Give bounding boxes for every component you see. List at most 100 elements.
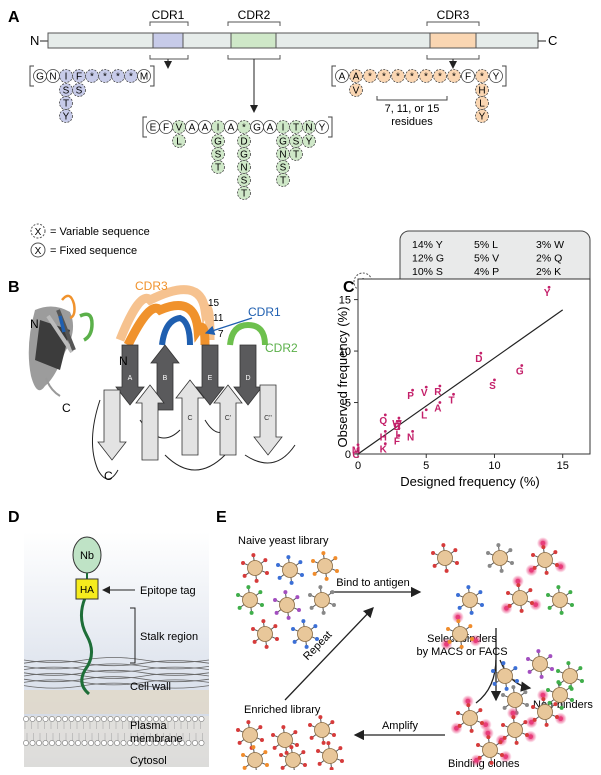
point-label-F: F — [394, 436, 400, 447]
cdr3seq-residue — [461, 69, 475, 83]
cdr1seq-variant-letter: T — [63, 99, 69, 110]
yeast-cell — [495, 707, 537, 747]
cytosol-label: Cytosol — [130, 755, 167, 767]
cdr3seq-variant-letter: Y — [479, 112, 486, 123]
panel-label-b: B — [8, 279, 20, 296]
yeast-cell — [251, 619, 279, 649]
yeast-cell — [291, 619, 319, 649]
point-label-K: K — [380, 445, 388, 456]
beta-strand — [150, 344, 180, 411]
cdr2seq-variant-letter: T — [293, 150, 299, 161]
cdr2seq-variant-letter: S — [241, 176, 248, 187]
ribbon-n-label: N — [30, 317, 39, 331]
cdr2-segment — [230, 32, 277, 49]
cdr1seq-residue-letter: N — [49, 72, 56, 83]
cdr3-loop-label: CDR3 — [135, 279, 168, 293]
plasma-membrane-label-2: membrane — [130, 733, 183, 745]
point-A — [438, 401, 442, 404]
composition-cell: 5% V — [474, 253, 499, 265]
yeast-cell — [546, 585, 574, 615]
composition-cell: 3% W — [536, 239, 564, 251]
point-label-R: R — [434, 387, 442, 398]
svg-text:HA: HA — [80, 585, 94, 596]
panel-label-c: C — [343, 279, 355, 296]
beta-strand — [115, 344, 145, 406]
yeast-cell — [546, 680, 574, 710]
yeast-cell — [276, 555, 304, 585]
point-label-Y: Y — [544, 288, 551, 299]
cdr1seq-residue-letter: * — [129, 72, 133, 83]
yeast-cell — [526, 649, 554, 679]
legend-variable: = Variable sequence — [50, 226, 150, 238]
cdr3seq-residue — [349, 69, 363, 83]
point-Y — [547, 285, 551, 289]
cdr2seq-residue-letter: A — [228, 123, 235, 134]
cdr2seq-variant-letter: S — [293, 137, 300, 148]
cdr3seq-residue — [391, 69, 405, 83]
cdr1seq-residue-letter: M — [140, 72, 148, 83]
point-label-V: V — [421, 388, 428, 399]
x-tick-label: 15 — [557, 460, 569, 472]
yeast-cells — [236, 537, 584, 775]
point-T — [452, 392, 455, 396]
cdr3seq-residue-letter: * — [438, 72, 442, 83]
naive-library-label: Naive yeast library — [238, 535, 329, 547]
strand-label: E — [208, 375, 213, 382]
epitope-tag-label: Epitope tag — [140, 585, 196, 597]
yeast-cell — [241, 745, 269, 775]
point-K — [383, 442, 387, 446]
plasma-membrane-label-1: Plasma — [130, 720, 168, 732]
point-F — [397, 434, 401, 437]
yeast-cell — [500, 575, 542, 615]
cdr2seq-variant — [289, 147, 303, 161]
strand-label: B — [163, 375, 168, 382]
ribbon-c-label: C — [62, 401, 71, 415]
cdr3seq-residue-letter: * — [396, 72, 400, 83]
cdr2seq-residue-letter: A — [202, 123, 209, 134]
point-label-L: L — [421, 411, 427, 422]
beta-strand — [195, 344, 225, 406]
cdr3seq-residue-letter: * — [410, 72, 414, 83]
cdr3-length-unit: residues — [391, 116, 433, 128]
cdr2seq-residue-letter: T — [293, 123, 299, 134]
strand-label: C' — [225, 415, 231, 422]
yeast-cell — [556, 661, 584, 691]
cdr1seq-residue-letter: F — [76, 72, 82, 83]
cdr1-loop-label: CDR1 — [248, 305, 281, 319]
yeast-cell — [525, 689, 567, 729]
point-Q — [383, 413, 387, 417]
cdr1seq-variant-letter: S — [76, 86, 83, 97]
yeast-cell — [271, 725, 299, 755]
cdr2seq-residue-letter: I — [282, 123, 285, 134]
beta-strand — [175, 379, 205, 456]
composition-cell: 12% G — [412, 253, 444, 265]
point-W — [397, 416, 401, 420]
composition-cell: 10% S — [412, 266, 443, 278]
cdr3seq-residue-letter: A — [353, 72, 360, 83]
cdr3seq-variant-letter: L — [479, 99, 485, 110]
panel-label-a: A — [8, 9, 20, 26]
cdr2seq-variant-letter: L — [176, 137, 182, 148]
svg-text:Nb: Nb — [80, 550, 94, 562]
topology-n-label: N — [119, 354, 128, 368]
c-terminus-label: C — [548, 33, 557, 48]
cdr2seq-variant-letter: S — [280, 163, 287, 174]
point-label-E: E — [394, 422, 401, 433]
strand-label: D — [245, 375, 250, 382]
loop-length-7: 7 — [218, 329, 224, 340]
strand-label: A — [128, 375, 133, 382]
cdr3seq-residue — [433, 69, 447, 83]
cdr2-label: CDR2 — [238, 8, 271, 22]
point-G — [520, 364, 524, 367]
cdr3seq-residue-letter: * — [382, 72, 386, 83]
y-tick-label: 15 — [339, 295, 351, 307]
ha-tag — [75, 578, 99, 600]
bind-to-antigen-label: Bind to antigen — [336, 577, 409, 589]
point-R — [438, 384, 442, 388]
amplify-label: Amplify — [382, 720, 419, 732]
point-label-G: G — [516, 366, 524, 377]
cdr3seq-residue — [419, 69, 433, 83]
